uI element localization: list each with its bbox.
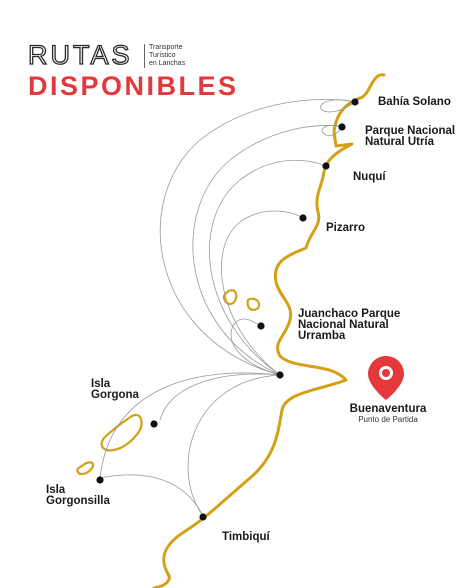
label-buenaventura: Buenaventura Punto de Partida	[346, 403, 430, 424]
label-line: Natural Utría	[365, 136, 435, 148]
label-line: Nuquí	[353, 171, 386, 183]
route-line-juanchaco	[230, 318, 281, 376]
label-line: Juanchaco Parque	[298, 308, 401, 320]
route-line-utria	[192, 125, 343, 376]
label-nuqui: Nuquí	[353, 171, 386, 183]
label-line: Timbiquí	[222, 531, 270, 543]
dot-pizarro	[299, 214, 307, 222]
title-disponibles: DISPONIBLES	[28, 71, 239, 101]
label-line: Pizarro	[326, 222, 365, 234]
label-line: Urramba	[298, 330, 346, 342]
label-line: Nacional Natural	[298, 319, 389, 331]
dot-timbiqui	[199, 513, 207, 521]
route-line-timbiqui	[187, 374, 281, 517]
dot-bahia-solano	[351, 98, 359, 106]
dot-juanchaco	[257, 322, 265, 330]
island-small-b	[246, 297, 261, 311]
origin-note: Punto de Partida	[358, 415, 418, 424]
route-line-gorgonsilla	[99, 372, 281, 479]
island-gorgonsilla	[76, 461, 95, 476]
title-rutas: RUTAS	[27, 40, 133, 70]
subtitle-line-2: Turístico	[149, 52, 176, 59]
label-line: Bahía Solano	[378, 96, 451, 108]
dot-nuqui	[322, 162, 330, 170]
island-gorgona	[100, 413, 143, 452]
route-lines	[99, 98, 356, 517]
label-line: Parque Nacional	[365, 125, 456, 137]
subtitle-line-3: en Lanchas	[149, 60, 186, 67]
label-line: Gorgona	[91, 389, 139, 401]
route-loop-bahia-solano	[320, 99, 356, 113]
location-pin-icon	[368, 356, 404, 400]
destination-dots	[96, 98, 359, 521]
label-gorgona: Isla Gorgona	[91, 378, 139, 401]
label-pizarro: Pizarro	[326, 222, 365, 234]
label-timbiqui: Timbiquí	[222, 531, 270, 543]
dot-buenaventura-hub	[276, 371, 284, 379]
route-loop-utria	[321, 125, 343, 136]
label-juanchaco: Juanchaco Parque Nacional Natural Urramb…	[298, 308, 401, 342]
label-line: Gorgonsilla	[46, 495, 110, 507]
route-loop-gorgonsilla	[99, 474, 204, 517]
origin-name: Buenaventura	[349, 403, 427, 415]
title-subtitle: Transporte Turístico en Lanchas	[144, 44, 209, 68]
dot-utria	[338, 123, 346, 131]
route-line-bahia-solano	[160, 98, 356, 376]
label-utria: Parque Nacional Natural Utría	[365, 125, 456, 148]
route-line-gorgona	[159, 373, 281, 421]
subtitle-line-1: Transporte	[149, 44, 183, 51]
island-small-a	[222, 289, 238, 306]
label-gorgonsilla: Isla Gorgonsilla	[46, 484, 110, 507]
route-line-pizarro	[221, 210, 304, 376]
label-bahia-solano: Bahía Solano	[378, 96, 451, 108]
dot-gorgona	[150, 420, 158, 428]
label-line: Isla	[46, 484, 66, 496]
dot-gorgonsilla	[96, 476, 104, 484]
route-line-nuqui	[209, 159, 327, 376]
label-line: Isla	[91, 378, 111, 390]
